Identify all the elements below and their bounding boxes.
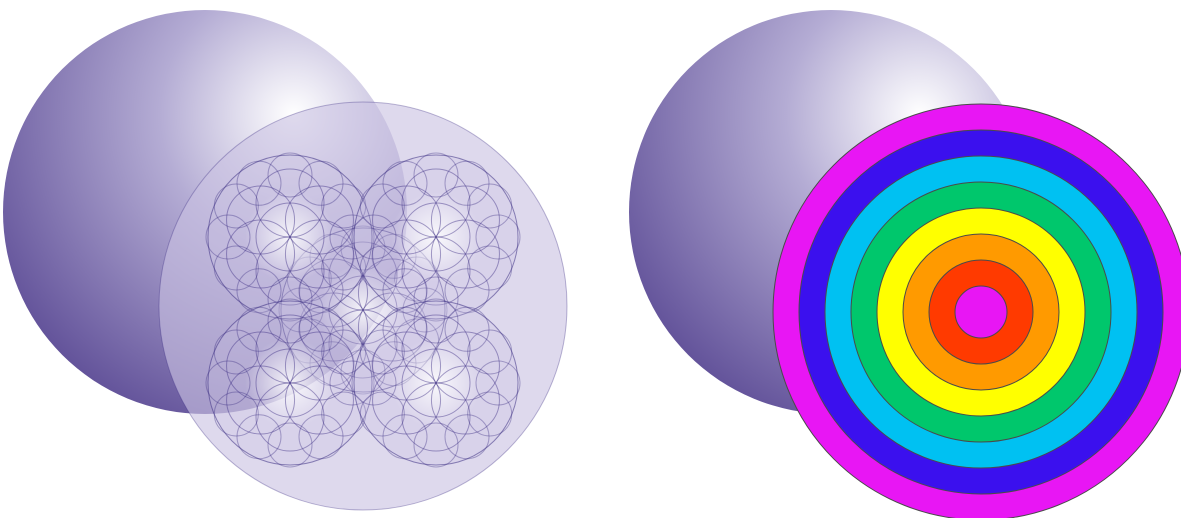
concentric-rings bbox=[773, 104, 1181, 518]
right-illustration bbox=[629, 10, 1181, 518]
left-illustration bbox=[3, 10, 567, 510]
circle-pattern bbox=[206, 153, 520, 467]
ring-8 bbox=[955, 286, 1007, 338]
